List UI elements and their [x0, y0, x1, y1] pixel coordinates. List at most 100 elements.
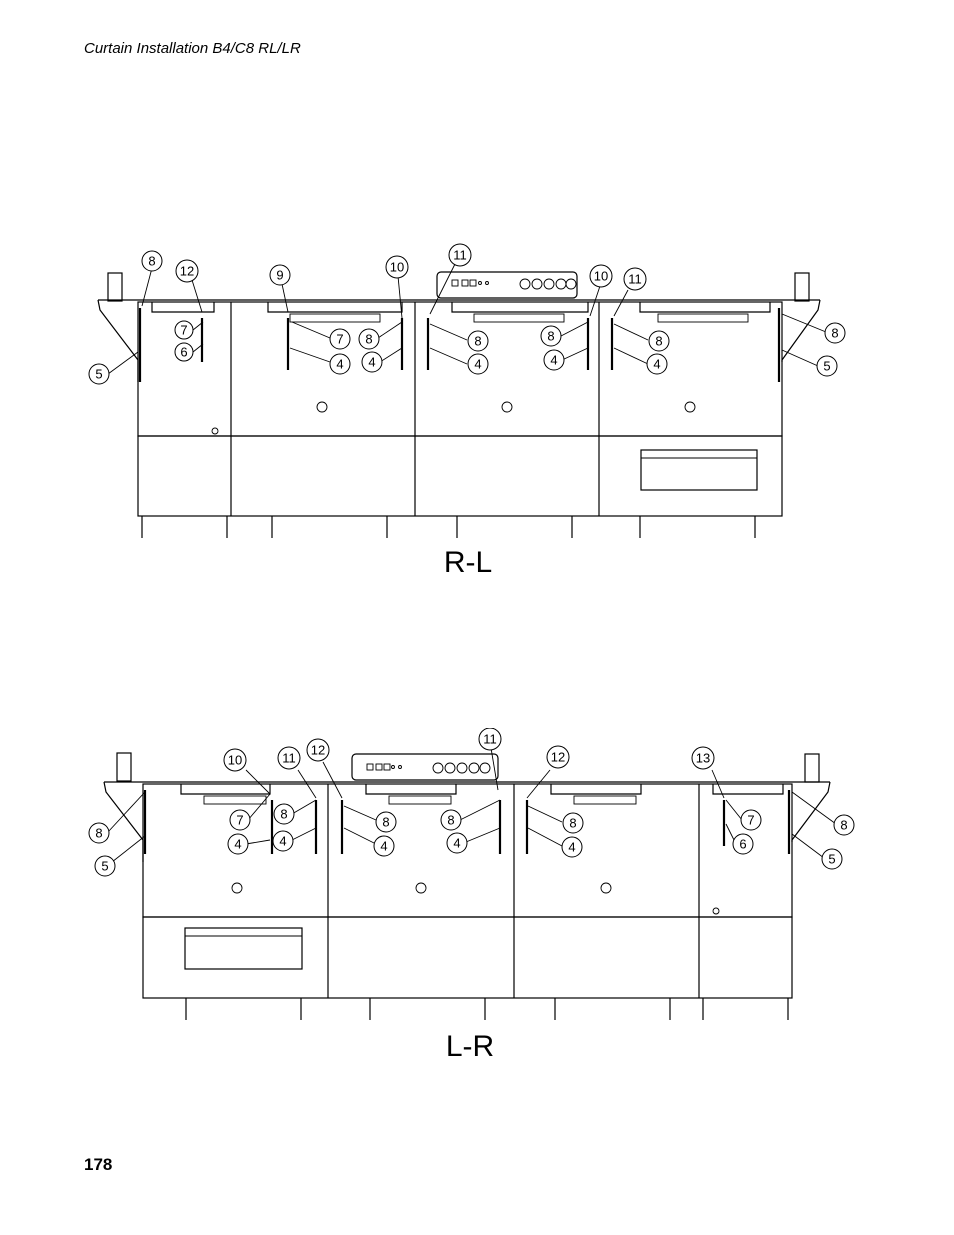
svg-text:4: 4: [474, 357, 481, 372]
svg-text:8: 8: [569, 816, 576, 831]
lr-callout-8-e: 8: [88, 822, 110, 844]
rl-callout-7-b: 7: [329, 328, 351, 350]
svg-text:8: 8: [840, 818, 847, 833]
lr-callout-5-b: 5: [821, 848, 843, 870]
svg-text:7: 7: [236, 813, 243, 828]
lr-callout-8-f: 8: [833, 814, 855, 836]
rl-callout-8-a: 8: [141, 250, 163, 272]
svg-text:5: 5: [95, 367, 102, 382]
rl-callout-7-a: 7: [174, 320, 194, 340]
svg-text:11: 11: [282, 751, 296, 766]
svg-text:11: 11: [453, 248, 467, 263]
rl-callout-11-b: 11: [623, 267, 647, 291]
lr-curtain-diagram: 10 11 12 11 12 13 8 7 4 4 8 4 8 4 8 4 7 …: [88, 728, 855, 1063]
svg-text:9: 9: [276, 268, 283, 283]
page-header: Curtain Installation B4/C8 RL/LR: [84, 40, 301, 57]
lr-callout-10: 10: [223, 748, 247, 772]
svg-text:12: 12: [180, 264, 194, 279]
control-panel: [351, 753, 499, 781]
lr-callout-8-a: 8: [273, 803, 295, 825]
svg-text:4: 4: [550, 353, 557, 368]
rl-callout-8-d: 8: [540, 325, 562, 347]
rl-callout-4-e: 4: [646, 353, 668, 375]
lr-callout-4-d: 4: [446, 832, 468, 854]
svg-text:12: 12: [311, 743, 325, 758]
left-post: [107, 272, 123, 302]
lr-callout-12-a: 12: [306, 738, 330, 762]
svg-text:7: 7: [747, 813, 754, 828]
rl-callout-12: 12: [175, 259, 199, 283]
svg-text:8: 8: [280, 807, 287, 822]
rl-callout-5-a: 5: [88, 363, 110, 385]
svg-text:10: 10: [594, 269, 608, 284]
lr-callout-7-b: 7: [740, 809, 762, 831]
svg-text:8: 8: [148, 254, 155, 269]
svg-text:8: 8: [831, 326, 838, 341]
right-post: [794, 272, 810, 302]
machine-body: [103, 781, 831, 1020]
rl-callout-8-b: 8: [358, 328, 380, 350]
lr-callout-4-a: 4: [227, 833, 249, 855]
lr-callout-8-d: 8: [562, 812, 584, 834]
svg-text:8: 8: [365, 332, 372, 347]
svg-text:4: 4: [368, 355, 375, 370]
svg-text:4: 4: [279, 834, 286, 849]
rl-callout-4-c: 4: [467, 353, 489, 375]
svg-text:13: 13: [696, 751, 710, 766]
svg-text:4: 4: [453, 836, 460, 851]
lr-callout-4-c: 4: [373, 835, 395, 857]
rl-callout-8-f: 8: [824, 322, 846, 344]
rl-label: R-L: [444, 546, 492, 579]
svg-text:11: 11: [628, 272, 642, 287]
leader-lines: [107, 747, 837, 863]
rl-callout-8-e: 8: [648, 330, 670, 352]
page-number: 178: [84, 1155, 113, 1174]
right-post: [804, 753, 820, 783]
svg-text:12: 12: [551, 750, 565, 765]
svg-text:8: 8: [474, 334, 481, 349]
machine-body: [97, 299, 821, 538]
lr-callout-6: 6: [732, 833, 754, 855]
svg-text:8: 8: [95, 826, 102, 841]
svg-text:8: 8: [382, 815, 389, 830]
svg-text:10: 10: [390, 260, 404, 275]
lr-callout-4-b: 4: [272, 830, 294, 852]
rl-callout-10-a: 10: [385, 255, 409, 279]
svg-text:5: 5: [823, 359, 830, 374]
svg-text:6: 6: [180, 345, 187, 360]
svg-text:8: 8: [655, 334, 662, 349]
rl-callout-4-b: 4: [361, 351, 383, 373]
control-panel: [436, 271, 578, 299]
svg-text:5: 5: [828, 852, 835, 867]
rl-callout-8-c: 8: [467, 330, 489, 352]
svg-text:4: 4: [653, 357, 660, 372]
lr-callout-5-a: 5: [94, 855, 116, 877]
rl-callout-5-b: 5: [816, 355, 838, 377]
svg-text:7: 7: [336, 332, 343, 347]
svg-text:4: 4: [336, 357, 343, 372]
lr-callout-8-b: 8: [375, 811, 397, 833]
svg-text:10: 10: [228, 753, 242, 768]
svg-text:4: 4: [568, 840, 575, 855]
rl-callout-4-d: 4: [543, 349, 565, 371]
lr-callout-11-a: 11: [277, 746, 301, 770]
svg-text:4: 4: [234, 837, 241, 852]
svg-text:5: 5: [101, 859, 108, 874]
svg-text:8: 8: [547, 329, 554, 344]
lr-label: L-R: [446, 1030, 494, 1063]
svg-text:4: 4: [380, 839, 387, 854]
rl-callout-4-a: 4: [329, 353, 351, 375]
lr-callout-13: 13: [691, 746, 715, 770]
rl-curtain-diagram: 8 12 9 10 11 10 11 7 6 7 8 8 8 8 5 4 4 4…: [88, 243, 846, 579]
lr-callout-8-c: 8: [440, 809, 462, 831]
left-post: [116, 752, 132, 782]
svg-text:8: 8: [447, 813, 454, 828]
rl-callout-9: 9: [269, 264, 291, 286]
svg-text:7: 7: [180, 323, 187, 338]
rl-callout-11-a: 11: [448, 243, 472, 267]
svg-text:6: 6: [739, 837, 746, 852]
lr-callout-12-b: 12: [546, 745, 570, 769]
rl-callout-10-b: 10: [589, 264, 613, 288]
rl-callout-6: 6: [174, 342, 194, 362]
lr-callout-4-e: 4: [561, 836, 583, 858]
